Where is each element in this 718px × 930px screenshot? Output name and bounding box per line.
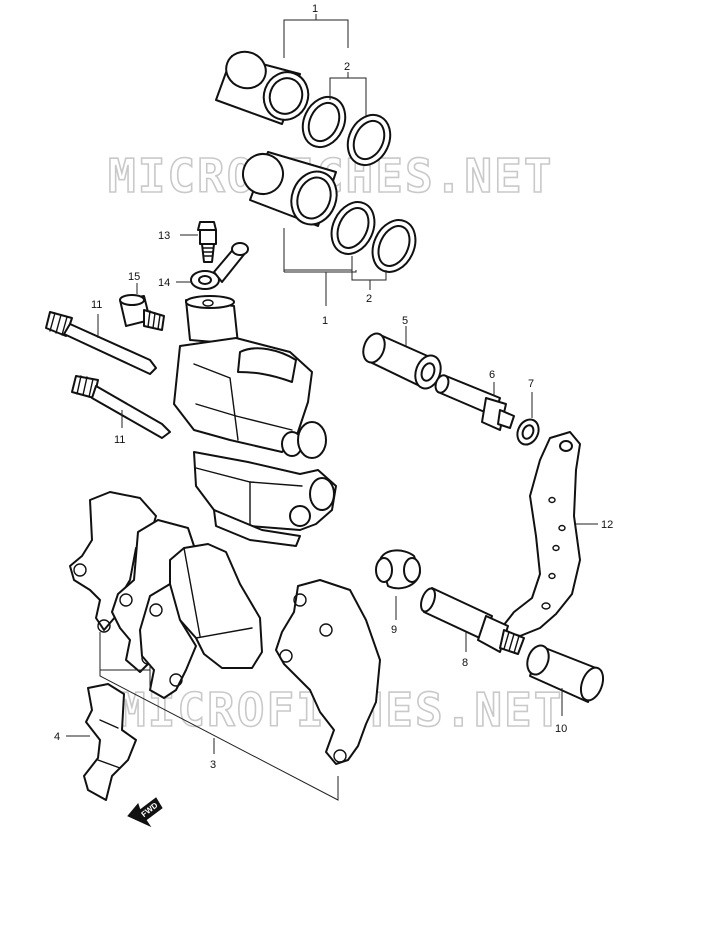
seal-lower-inner	[330, 201, 376, 255]
bolt-15	[119, 294, 165, 331]
piston-lower	[242, 151, 338, 227]
callout-6: 6	[489, 369, 495, 381]
callout-1-top: 1	[312, 3, 318, 15]
callout-11-bottom: 11	[114, 434, 125, 446]
bracket-1-top	[283, 14, 349, 58]
bleeder-screw	[197, 221, 217, 263]
callout-10: 10	[555, 723, 567, 735]
pad-main	[139, 543, 263, 699]
callout-3: 3	[210, 759, 216, 771]
callout-4: 4	[54, 731, 60, 743]
seal-lower-outer	[371, 219, 417, 273]
pin-8	[420, 587, 525, 655]
pin-11-bottom	[71, 375, 171, 439]
bracket-3	[99, 632, 339, 801]
callout-12: 12	[601, 519, 613, 531]
callout-15: 15	[128, 271, 140, 283]
pad-shim-back	[69, 491, 157, 633]
callout-2-top: 2	[344, 61, 350, 73]
bolt-6	[434, 374, 515, 431]
callout-13: 13	[158, 230, 170, 242]
bracket-2-bottom	[351, 256, 387, 290]
forward-arrow-icon	[127, 797, 163, 828]
spring-clip-4	[83, 683, 137, 801]
seal-upper-outer	[346, 113, 392, 167]
sleeve-10	[526, 644, 605, 703]
boot-9	[375, 549, 421, 590]
callout-11-top: 11	[91, 299, 102, 311]
washer-7	[516, 418, 540, 446]
pad-outer	[275, 579, 381, 765]
bleeder-cap	[190, 242, 249, 290]
bracket-1-bottom	[283, 228, 357, 306]
callout-14: 14	[158, 277, 170, 289]
piston-upper	[215, 50, 310, 125]
callout-8: 8	[462, 657, 468, 669]
bracket-12	[499, 431, 581, 637]
caliper-body	[173, 295, 337, 547]
bracket-2-top	[329, 72, 367, 116]
callout-2-bottom: 2	[366, 293, 372, 305]
callout-7: 7	[528, 378, 534, 390]
seal-upper-inner	[301, 95, 347, 149]
pin-11-top	[45, 311, 157, 375]
callout-9: 9	[391, 624, 397, 636]
callout-1-bottom: 1	[322, 315, 328, 327]
callout-5: 5	[402, 315, 408, 327]
sleeve-5	[362, 332, 442, 390]
